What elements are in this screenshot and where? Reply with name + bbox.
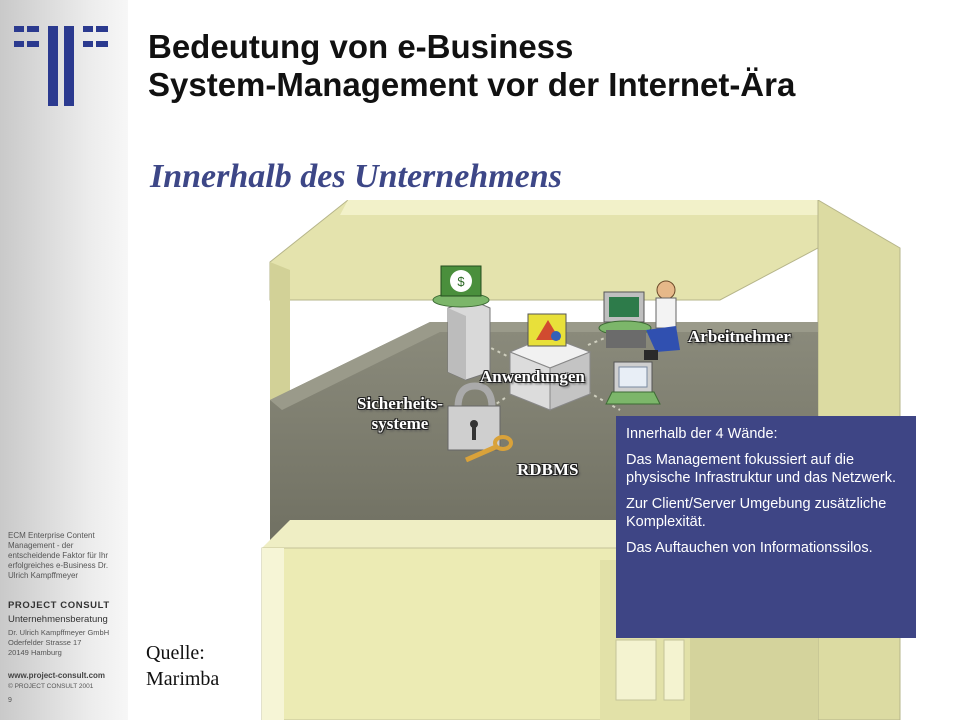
source-name: Marimba [146,668,220,690]
info-box-paragraph-3: Das Auftauchen von Informationssilos. [626,540,873,556]
sidebar-subbrand: Unternehmensberatung [8,614,108,625]
slide-subtitle: Innerhalb des Unternehmens [150,158,562,195]
info-box-heading: Innerhalb der 4 Wände: [626,426,778,442]
info-box-paragraph-2: Zur Client/Server Umgebung zusätzliche K… [626,496,887,530]
sidebar-info-text: ECM Enterprise Content Management - der … [8,531,109,580]
monitor-icon [605,361,661,405]
sidebar-street: Oderfelder Strasse 17 [8,638,82,647]
source-note: Quelle: Marimba [146,640,219,692]
sidebar-address: Dr. Ulrich Kampffmeyer GmbH Oderfelder S… [8,628,128,658]
sidebar-city: 20149 Hamburg [8,648,62,657]
label-rdbms: RDBMS [517,460,579,479]
sidebar-copyright: © PROJECT CONSULT 2001 [8,683,94,690]
source-label: Quelle: [146,642,205,664]
label-security-line2: systeme [371,414,429,433]
key-icon [464,435,513,463]
sidebar-company: Dr. Ulrich Kampffmeyer GmbH [8,628,110,637]
info-box: Innerhalb der 4 Wände: Das Management fo… [616,416,916,638]
label-security: Sicherheits- systeme [342,394,458,434]
slide-title: Bedeutung von e-Business System-Manageme… [148,28,795,104]
padlock-icon [447,382,501,451]
slide-title-line2: System-Management vor der Internet-Ära [148,66,796,103]
svg-text:$: $ [457,274,465,289]
server-icon: $ [432,265,491,381]
sidebar-brand: PROJECT CONSULT [8,600,110,611]
page-number: 9 [8,697,12,704]
application-server-icon [508,313,592,411]
label-applications: Anwendungen [480,367,585,386]
sidebar: ECM Enterprise Content Management - der … [0,0,128,720]
info-box-paragraph-1: Das Management fokussiert auf die physis… [626,452,896,486]
project-consult-logo [14,26,108,106]
label-employees: Arbeitnehmer [688,327,791,346]
workstation-icon [598,280,680,360]
slide-title-line1: Bedeutung von e-Business [148,28,574,65]
sidebar-website: www.project-consult.com [8,671,106,680]
label-security-line1: Sicherheits- [357,394,443,413]
